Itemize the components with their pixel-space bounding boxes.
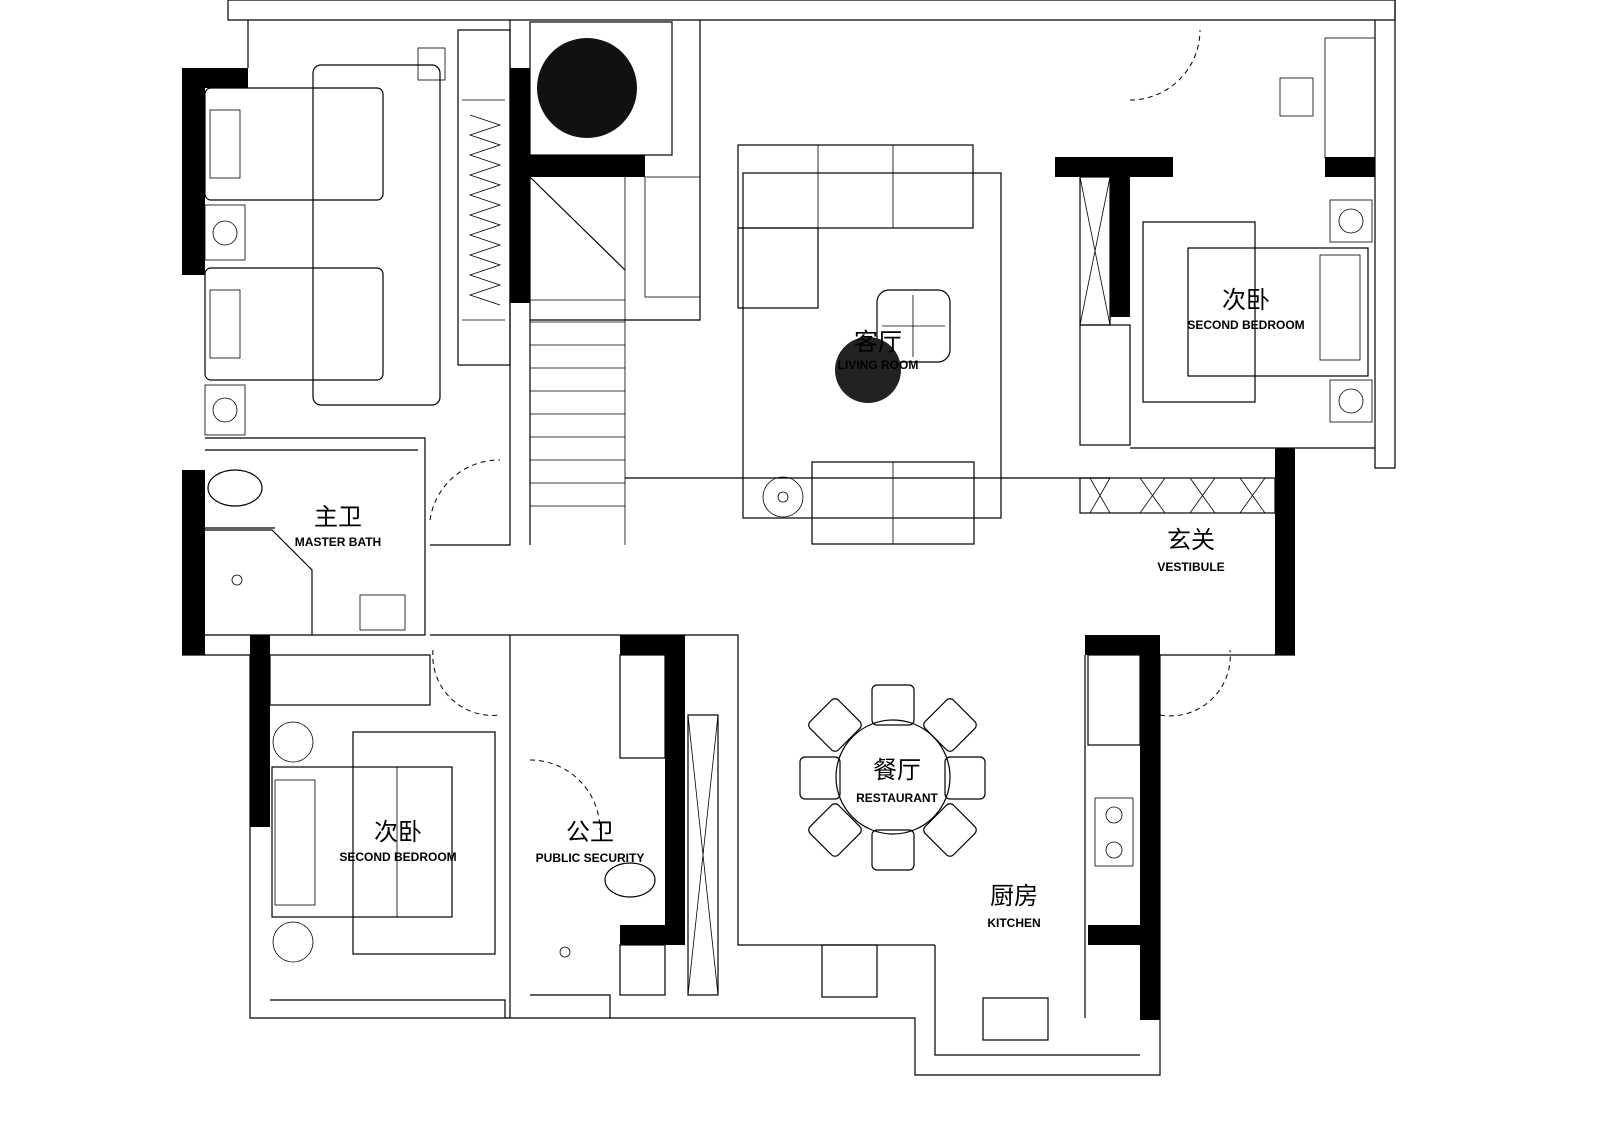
room-name-en: KITCHEN [987,916,1040,930]
room-name-zh: 主卫 [314,503,362,531]
dining-table [799,684,986,871]
room-name-en: SECOND BEDROOM [1187,318,1304,332]
master-bedroom-furniture [204,29,511,436]
room-label-living-room: 客厅 LIVING ROOM [838,328,919,372]
room-name-en: LIVING ROOM [838,358,919,372]
room-name-zh: 公卫 [566,818,614,846]
plant [529,21,673,156]
room-label-vestibule: 玄关 VESTIBULE [1157,526,1224,574]
room-name-en: PUBLIC SECURITY [536,851,645,865]
room-name-zh: 玄关 [1167,526,1215,554]
master-bath-fixtures [205,459,501,635]
staircase [530,176,701,545]
room-label-public-bath: 公卫 PUBLIC SECURITY [536,818,645,865]
east-bedroom-furniture [1079,29,1376,514]
living-room-furniture [737,144,1002,545]
public-bath-fixtures [529,654,719,996]
kitchen-fixtures [821,649,1231,1041]
room-name-zh: 次卧 [1222,286,1270,314]
room-label-kitchen: 厨房 KITCHEN [987,882,1040,930]
room-name-zh: 餐厅 [873,756,921,784]
room-name-zh: 次卧 [374,818,422,846]
interior-walls [205,20,1375,1018]
room-name-en: RESTAURANT [856,791,938,805]
outer-walls [182,0,1396,1076]
room-name-en: VESTIBULE [1157,560,1224,574]
room-label-master-bath: 主卫 MASTER BATH [295,503,381,549]
west-bedroom-furniture [269,649,501,963]
room-name-en: SECOND BEDROOM [339,850,456,864]
room-label-second-bedroom-east: 次卧 SECOND BEDROOM [1187,286,1304,332]
room-name-en: MASTER BATH [295,535,381,549]
room-label-restaurant: 餐厅 RESTAURANT [856,756,938,805]
room-label-second-bedroom-west: 次卧 SECOND BEDROOM [339,818,456,864]
room-name-zh: 厨房 [990,882,1038,910]
room-name-zh: 客厅 [854,328,902,356]
